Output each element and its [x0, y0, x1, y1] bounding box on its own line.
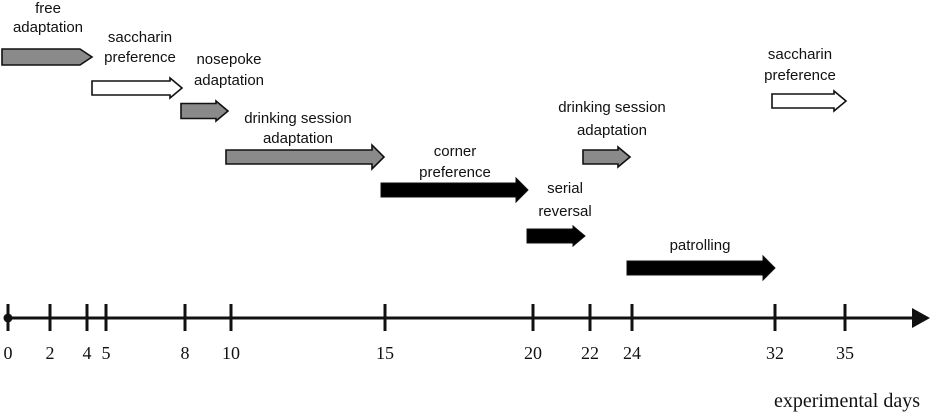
- phase-label-line: preference: [764, 67, 836, 84]
- axis-tick-label-2: 2: [46, 343, 55, 363]
- phase-label-7: drinking session adaptation: [558, 99, 666, 139]
- phase-label-line: saccharin: [108, 29, 172, 46]
- phase-label-line: serial: [547, 180, 583, 197]
- phase-label-4: drinking session adaptation: [244, 110, 352, 147]
- phase-label-line: corner: [434, 143, 477, 160]
- phase-label-line: nosepoke: [196, 51, 261, 68]
- phase-label-line: adaptation: [13, 19, 83, 36]
- axis-tick-label-4: 4: [83, 343, 92, 363]
- phase-label-line: drinking session: [558, 99, 666, 116]
- axis-tick-label-8: 8: [181, 343, 190, 363]
- axis-title: experimental days: [774, 390, 920, 412]
- phase-label-line: adaptation: [263, 130, 333, 147]
- phase-arrow-5: [380, 176, 529, 204]
- phase-label-line: drinking session: [244, 110, 352, 127]
- phase-label-6: serial reversal: [538, 180, 591, 220]
- axis-arrowhead: [912, 308, 930, 328]
- phase-arrow-3: [180, 99, 230, 123]
- phase-label-line: preference: [104, 49, 176, 66]
- axis-tick-label-5: 5: [102, 343, 111, 363]
- phase-label-3: nosepoke adaptation: [194, 51, 264, 89]
- axis-tick-label-32: 32: [766, 343, 784, 363]
- phase-arrow-1: [1, 48, 94, 66]
- axis-tick-label-35: 35: [836, 343, 854, 363]
- phase-arrows: [1, 48, 848, 282]
- phase-label-5: corner preference: [419, 143, 491, 181]
- phase-label-line: reversal: [538, 203, 591, 220]
- time-axis: [3, 308, 930, 328]
- phase-label-line: free: [35, 0, 61, 17]
- phase-arrow-8: [626, 254, 776, 282]
- phase-label-1: free adaptation: [13, 0, 83, 36]
- axis-tick-label-24: 24: [623, 343, 641, 363]
- axis-tick-label-0: 0: [4, 343, 13, 363]
- phase-label-2: saccharin preference: [104, 29, 176, 66]
- phase-label-9: saccharin preference: [764, 46, 836, 84]
- phase-labels: free adaptation saccharin preference nosepok…: [13, 0, 836, 254]
- phase-arrow-7: [582, 145, 632, 169]
- phase-arrow-4: [225, 143, 386, 171]
- axis-tick-label-15: 15: [376, 343, 394, 363]
- phase-label-line: adaptation: [577, 122, 647, 139]
- phase-arrow-6: [526, 224, 586, 248]
- axis-tick-label-22: 22: [581, 343, 599, 363]
- axis-tick-label-20: 20: [524, 343, 542, 363]
- phase-label-8: patrolling: [670, 237, 731, 254]
- phase-label-line: adaptation: [194, 72, 264, 89]
- axis-tick-label-10: 10: [222, 343, 240, 363]
- phase-label-line: patrolling: [670, 237, 731, 254]
- phase-arrow-9: [771, 89, 848, 113]
- phase-arrow-2: [91, 76, 184, 100]
- phase-label-line: saccharin: [768, 46, 832, 63]
- phase-label-line: preference: [419, 164, 491, 181]
